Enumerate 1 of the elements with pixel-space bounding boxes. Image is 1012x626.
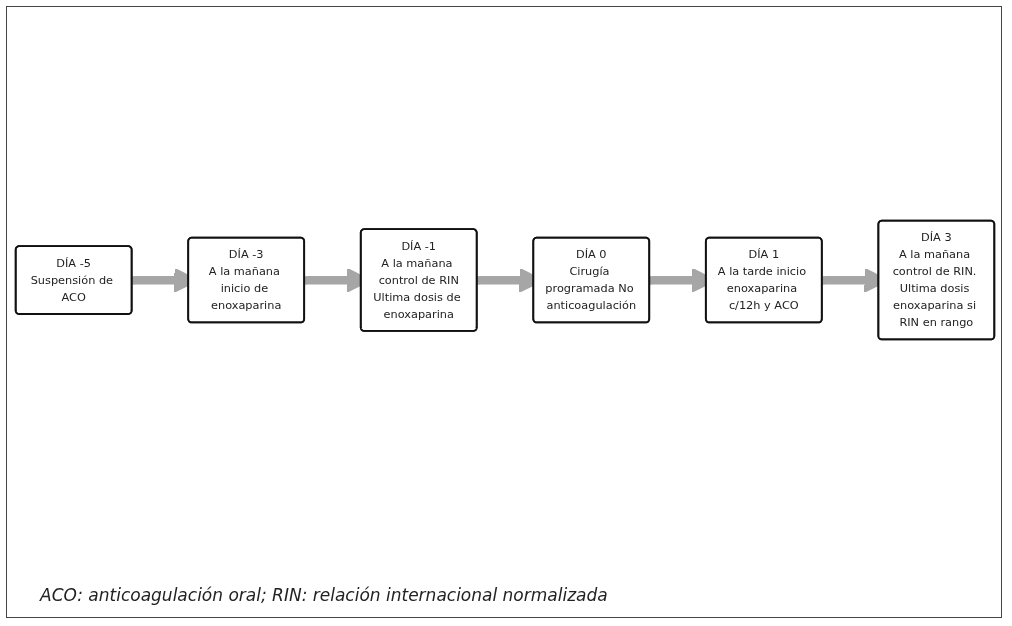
caption: ACO: anticoagulación oral; RIN: relación internacional normalizada <box>40 585 608 605</box>
